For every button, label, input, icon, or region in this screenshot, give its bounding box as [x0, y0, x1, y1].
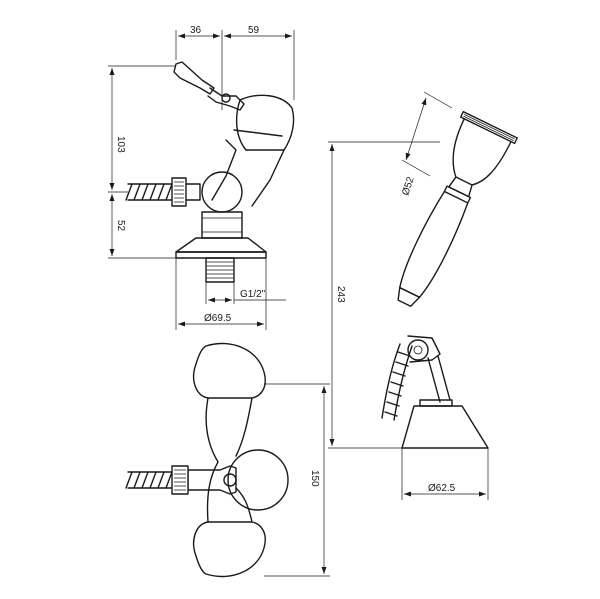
dim-holder-base-diameter: Ø62.5: [428, 483, 456, 494]
dim-shower-head-diameter: Ø52: [400, 175, 416, 197]
dim-base-diameter: Ø69.5: [204, 313, 232, 324]
dim-side-top-right: 59: [248, 25, 260, 36]
hand-shower-view: 243 Ø52 Ø62.5: [328, 91, 518, 500]
shower-head: [397, 110, 518, 308]
hose-holder: [381, 343, 413, 421]
dim-thread: G1/2": [240, 289, 266, 300]
hose-front: [125, 471, 173, 489]
dim-front-height: 150: [309, 470, 320, 487]
hose-side: [125, 183, 173, 201]
dim-side-height-upper: 103: [115, 136, 126, 153]
front-view: 150: [125, 342, 330, 578]
dim-side-top-left: 36: [190, 25, 202, 36]
dim-side-height-lower: 52: [115, 220, 126, 232]
side-view: 36 59 103 52 G1/2" Ø69.5: [108, 25, 295, 330]
dim-shower-length: 243: [335, 286, 346, 303]
